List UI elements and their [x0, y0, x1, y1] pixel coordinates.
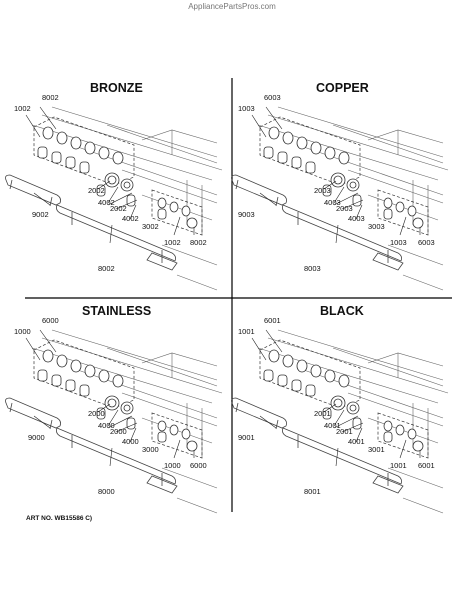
- callout-label: 4003: [348, 214, 365, 223]
- callout-label: 1001: [238, 327, 255, 336]
- callout-label: 6003: [264, 93, 281, 102]
- quadrant-title: BRONZE: [90, 81, 143, 95]
- callout-label: 4001: [348, 437, 365, 446]
- callout-label: 3002: [142, 222, 159, 231]
- quadrant-stainless: STAINLESS 1000 6000 2000 4000 2000 4000 …: [5, 304, 223, 514]
- callout-label: 4001: [324, 421, 341, 430]
- callout-label: 3003: [368, 222, 385, 231]
- callout-label: 2000: [88, 409, 105, 418]
- callout-label: 3001: [368, 445, 385, 454]
- callout-label: 8002: [190, 238, 207, 247]
- callout-label: 8001: [304, 487, 321, 496]
- callout-label: 6001: [264, 316, 281, 325]
- callout-label: 9002: [32, 210, 49, 219]
- callout-label: 2002: [88, 186, 105, 195]
- quadrant-title: BLACK: [320, 304, 364, 318]
- quadrant-bronze: BRONZE 1002 8002 2002 4002 2002 4002 300…: [5, 81, 223, 291]
- callout-label: 6000: [190, 461, 207, 470]
- callout-label: 2001: [314, 409, 331, 418]
- callout-label: 2003: [314, 186, 331, 195]
- callout-label: 8000: [98, 487, 115, 496]
- callout-label: 8002: [42, 93, 59, 102]
- callout-label: 8003: [304, 264, 321, 273]
- callout-label: 1000: [14, 327, 31, 336]
- site-watermark: AppliancePartsPros.com: [188, 2, 276, 11]
- callout-label: 2000: [110, 427, 127, 436]
- callout-label: 8002: [98, 264, 115, 273]
- callout-label: 4003: [324, 198, 341, 207]
- callout-label: 4000: [98, 421, 115, 430]
- callout-label: 6003: [418, 238, 435, 247]
- callout-label: 6001: [418, 461, 435, 470]
- callout-label: 2003: [336, 204, 353, 213]
- quadrant-title: COPPER: [316, 81, 369, 95]
- callout-label: 1003: [390, 238, 407, 247]
- callout-label: 9003: [238, 210, 255, 219]
- callout-label: 3000: [142, 445, 159, 454]
- callout-label: 1002: [14, 104, 31, 113]
- callout-label: 1003: [238, 104, 255, 113]
- callout-label: 1001: [390, 461, 407, 470]
- callout-label: 1000: [164, 461, 181, 470]
- callout-label: 2001: [336, 427, 353, 436]
- callout-label: 4002: [98, 198, 115, 207]
- callout-label: 4002: [122, 214, 139, 223]
- callout-label: 9001: [238, 433, 255, 442]
- quadrant-copper: COPPER 1003 6003 2003 4003 2003 4003 300…: [231, 81, 449, 291]
- callout-label: 9000: [28, 433, 45, 442]
- art-number: ART NO. WB15586 C): [26, 515, 93, 522]
- callout-label: 4000: [122, 437, 139, 446]
- callout-label: 6000: [42, 316, 59, 325]
- quadrant-black: BLACK 1001 6001 2001 4001 2001 4001 3001…: [231, 304, 449, 514]
- quadrant-title: STAINLESS: [82, 304, 151, 318]
- callout-label: 2002: [110, 204, 127, 213]
- callout-label: 1002: [164, 238, 181, 247]
